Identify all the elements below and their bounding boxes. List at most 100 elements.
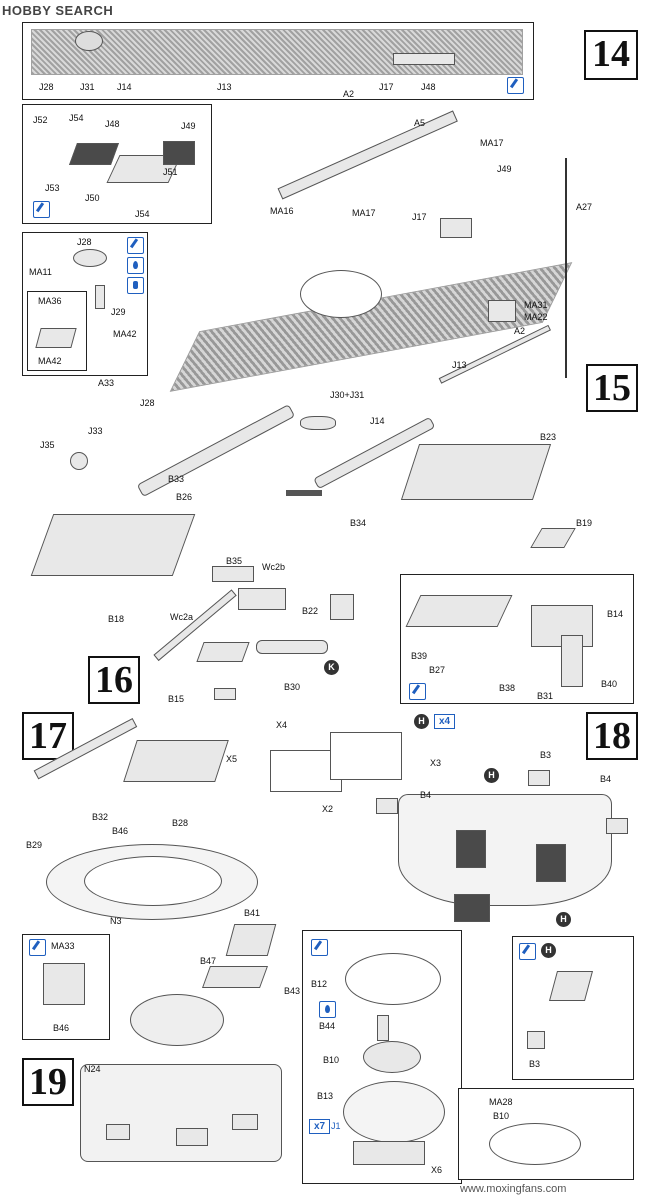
- part-j17: [440, 218, 472, 238]
- bracket-j49: [163, 141, 195, 165]
- hatch-left: [456, 830, 486, 868]
- glue-brush-icon: [29, 939, 46, 956]
- part-b3-detail: [527, 1031, 545, 1049]
- label-j54-b: J54: [135, 209, 150, 219]
- label-j50: J50: [85, 193, 100, 203]
- label-b34: B34: [350, 518, 367, 528]
- label-b44: B44: [319, 1021, 336, 1031]
- label-b35: B35: [226, 556, 243, 566]
- mg-body-wc2b: [238, 588, 286, 610]
- label-j54: J54: [69, 113, 84, 123]
- label-b26: B26: [176, 492, 193, 502]
- label-j28-hatch: J28: [77, 237, 92, 247]
- label-b3: B3: [540, 750, 552, 760]
- label-b3-detail: B3: [529, 1059, 541, 1069]
- cable-detail: [393, 53, 455, 65]
- glue-brush-icon: [409, 683, 426, 700]
- blocks-x6: [353, 1141, 425, 1165]
- marker-h: H: [484, 768, 499, 783]
- gun-cradle: [30, 514, 196, 576]
- label-b19: B19: [576, 518, 593, 528]
- turret-shell: [398, 794, 612, 906]
- label-a5: A5: [414, 118, 426, 128]
- label-b41: B41: [244, 908, 261, 918]
- label-ma31: MA31: [524, 300, 548, 310]
- breech-b23: [400, 444, 552, 500]
- site-logo-header: HOBBY SEARCH: [0, 0, 190, 22]
- step-number-17: 17: [22, 712, 74, 760]
- part-b3: [528, 770, 550, 786]
- step19-detail-inset: MA28 B10: [458, 1088, 634, 1180]
- vision-port-2: [176, 1128, 208, 1146]
- label-b27: B27: [429, 665, 446, 675]
- vision-port-3: [232, 1114, 258, 1130]
- label-j29: J29: [111, 307, 126, 317]
- step-number-18: 18: [586, 712, 638, 760]
- frame-x3: [330, 732, 402, 780]
- label-ma16: MA16: [270, 206, 294, 216]
- cement-drop-icon: [127, 257, 144, 274]
- label-wc2b: Wc2b: [262, 562, 286, 572]
- label-b29: B29: [26, 840, 43, 850]
- label-b33: B33: [168, 474, 185, 484]
- label-j31: J31: [80, 82, 95, 92]
- glue-brush-icon: [311, 939, 328, 956]
- glue-brush-icon: [127, 237, 144, 254]
- footer-watermark: www.moxingfans.com: [0, 1180, 652, 1200]
- hatch-right: [536, 844, 566, 882]
- label-ma22: MA22: [524, 312, 548, 322]
- mount-b39: [405, 595, 513, 627]
- label-b39: B39: [411, 651, 428, 661]
- antenna-a27: [565, 158, 567, 378]
- step14-hatch-inset: MA36 MA42 J28 MA11 J29 MA42: [22, 232, 148, 376]
- part-b4-right: [606, 818, 628, 834]
- label-b22: B22: [302, 606, 319, 616]
- marker-h: H: [541, 943, 556, 958]
- label-b18: B18: [108, 614, 125, 624]
- label-b47: B47: [200, 956, 217, 966]
- label-b46: B46: [112, 826, 129, 836]
- label-j28: J28: [39, 82, 54, 92]
- bracket-part: [68, 143, 120, 165]
- hatch-j28: [73, 249, 107, 267]
- label-wc2a: Wc2a: [170, 612, 194, 622]
- turret-body-n24: [80, 1064, 282, 1162]
- swivel-icon: [127, 277, 144, 294]
- tube-b30: [256, 640, 328, 654]
- part-b15: [214, 688, 236, 700]
- label-x2: X2: [322, 804, 334, 814]
- label-b32: B32: [92, 812, 109, 822]
- panel-b47: [201, 966, 269, 988]
- label-n24: N24: [84, 1064, 101, 1074]
- label-n3: N3: [110, 916, 122, 926]
- marker-h: H: [414, 714, 429, 729]
- label-b10: B10: [323, 1055, 340, 1065]
- label-j1: J1: [331, 1121, 341, 1131]
- mount-plate: [196, 642, 250, 662]
- hatch-front: [454, 894, 490, 922]
- pin-b44: [377, 1015, 389, 1041]
- plate-ma42: [35, 328, 77, 348]
- rail-a5: [277, 110, 458, 200]
- periscope-part: [95, 285, 105, 309]
- label-b12: B12: [311, 979, 328, 989]
- glue-brush-icon: [33, 201, 50, 218]
- label-j35: J35: [40, 440, 55, 450]
- label-x4: X4: [276, 720, 288, 730]
- watermark-url: www.moxingfans.com: [460, 1183, 567, 1195]
- ring-b10: [363, 1041, 421, 1073]
- label-j17: J17: [379, 82, 394, 92]
- label-b4-a: B4: [420, 790, 432, 800]
- part-j35: [70, 452, 88, 470]
- site-logo: HOBBY SEARCH: [2, 3, 114, 18]
- sub-inset-ma36: MA36 MA42: [27, 291, 87, 371]
- hull-top-plate: [31, 29, 523, 75]
- label-a33: A33: [98, 378, 115, 388]
- step19-exploded-panel: B12 B44 B10 B13 X6 x7 J1: [302, 930, 462, 1184]
- step18-detail-inset: B3 H: [512, 936, 634, 1080]
- label-ma42-b: MA42: [113, 329, 137, 339]
- label-j51: J51: [163, 167, 178, 177]
- label-b30: B30: [284, 682, 301, 692]
- part-b19: [530, 528, 576, 548]
- count-x4: x4: [434, 714, 455, 729]
